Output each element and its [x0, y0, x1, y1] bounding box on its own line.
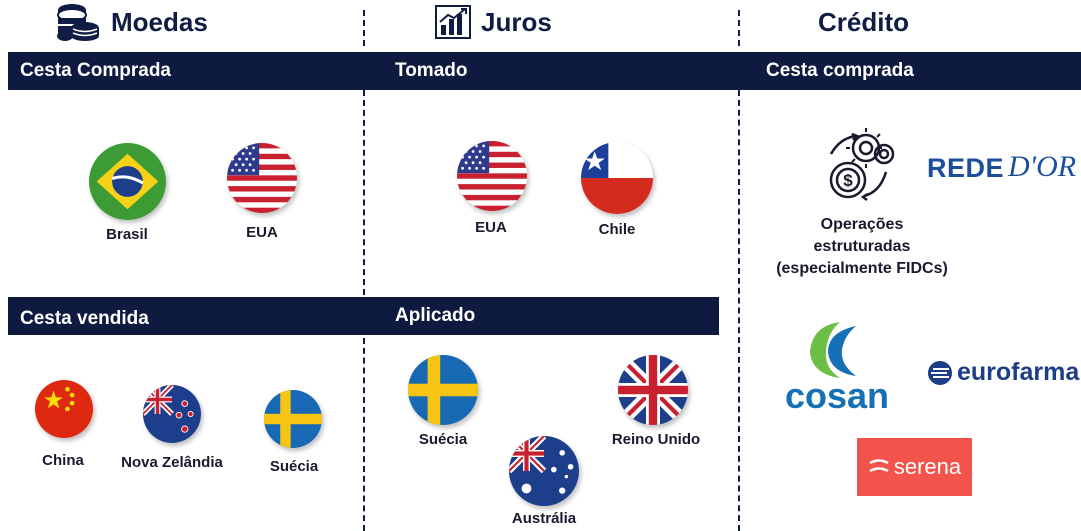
- operacoes-estruturadas-text: Operações estruturadas (especialmente FI…: [767, 214, 957, 280]
- separator-bottom-left: [363, 338, 365, 531]
- credito-header: Crédito: [818, 2, 909, 42]
- eurofarma-logo-mark: [928, 360, 952, 385]
- top-header-bar: [8, 52, 1081, 90]
- cesta-vendida-label: Cesta vendida: [20, 308, 149, 329]
- chile-flag-icon: [581, 142, 653, 214]
- rede-dor-logo-word1: REDE: [927, 153, 1005, 183]
- tomado-label: Tomado: [395, 60, 468, 81]
- rede-dor-logo: REDE D'OR: [927, 144, 1076, 184]
- juros-header: Juros: [435, 2, 552, 42]
- flag-label-chile: Chile: [598, 221, 636, 238]
- bottom-header-bar: [8, 297, 719, 335]
- eurofarma-logo: eurofarma: [927, 358, 1079, 387]
- operacoes-line2: estruturadas: [813, 238, 911, 255]
- new-zealand-flag-icon: [143, 385, 201, 443]
- moedas-header: Moedas: [55, 2, 208, 42]
- cosan-logo: cosan: [782, 318, 892, 418]
- sweden-flag-icon: [408, 355, 478, 425]
- svg-text:$: $: [843, 171, 853, 190]
- flag-label-suecia-moedas: Suécia: [269, 458, 319, 475]
- coins-stack-icon: [55, 2, 101, 42]
- australia-flag-icon: [509, 436, 579, 506]
- credito-title: Crédito: [818, 6, 909, 37]
- operacoes-line1: Operações: [820, 216, 904, 233]
- flag-label-nova-zelandia: Nova Zelândia: [121, 454, 223, 471]
- separator-mid-left: [363, 90, 365, 295]
- rede-dor-logo-word2: D'OR: [1008, 150, 1077, 183]
- usa-flag-icon: [227, 143, 297, 213]
- serena-logo: serena: [857, 438, 972, 496]
- operacoes-line3: (especialmente FIDCs): [776, 260, 948, 277]
- juros-title: Juros: [481, 6, 552, 37]
- flag-label-eua-moedas: EUA: [246, 224, 278, 241]
- serena-logo-word: serena: [893, 454, 962, 479]
- flag-label-eua-juros: EUA: [475, 219, 507, 236]
- eurofarma-logo-word: eurofarma: [957, 358, 1080, 386]
- separator-top-right: [738, 10, 740, 46]
- brazil-flag-icon: [89, 143, 166, 220]
- cosan-logo-mark: [810, 322, 856, 378]
- flag-label-china: China: [42, 452, 84, 469]
- flag-label-reino-unido: Reino Unido: [611, 431, 701, 448]
- flag-label-suecia-juros: Suécia: [418, 431, 468, 448]
- aplicado-label: Aplicado: [395, 305, 476, 326]
- credito-cesta-comprada-label: Cesta comprada: [766, 60, 914, 81]
- uk-flag-icon: [618, 355, 688, 425]
- flag-label-australia: Austrália: [511, 510, 577, 527]
- sweden-flag-icon: [264, 390, 322, 448]
- separator-right: [738, 90, 740, 531]
- bar-chart-icon: [435, 5, 471, 39]
- moedas-title: Moedas: [111, 6, 208, 37]
- separator-top-left: [363, 10, 365, 46]
- cesta-comprada-label: Cesta Comprada: [20, 60, 171, 81]
- cosan-logo-word: cosan: [784, 375, 890, 416]
- china-flag-icon: [35, 380, 93, 438]
- serena-logo-mark: [869, 459, 889, 473]
- gears-money-icon: $: [818, 124, 902, 209]
- usa-flag-icon: [457, 141, 527, 211]
- flag-label-brasil: Brasil: [106, 226, 148, 243]
